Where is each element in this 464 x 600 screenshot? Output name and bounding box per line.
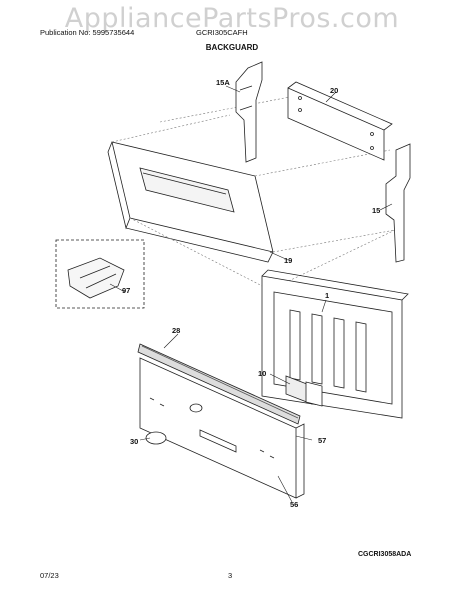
- control-panel-drawing: [139, 357, 305, 499]
- section-title: BACKGUARD: [205, 43, 259, 52]
- callout-15a: 15A: [216, 78, 230, 87]
- terminal-block-drawing: [285, 375, 323, 407]
- callout-56: 56: [290, 500, 299, 509]
- callout-28: 28: [172, 326, 181, 335]
- round-cover-drawing: [145, 431, 167, 445]
- top-bracket-drawing: [287, 81, 393, 161]
- drawing-code: CGCRI3058ADA: [358, 551, 412, 558]
- inset-box-drawing: [55, 239, 145, 309]
- callout-19: 19: [284, 256, 293, 265]
- trim-strip-drawing: [137, 343, 301, 425]
- watermark: AppliancePartsPros.com: [64, 3, 400, 34]
- callout-57: 57: [318, 436, 327, 445]
- right-end-bracket-drawing: [385, 143, 411, 263]
- left-end-bracket-drawing: [235, 61, 263, 163]
- page-number: 3: [228, 571, 233, 580]
- callout-1: 1: [325, 291, 330, 300]
- hidden-outline-lines: [111, 94, 396, 291]
- model-number: GCRI305CAFH: [196, 28, 248, 37]
- footer-date: 07/23: [40, 571, 59, 580]
- callout-leader-lines: [109, 85, 393, 503]
- rear-cover-drawing: [261, 269, 409, 419]
- callout-10: 10: [258, 369, 267, 378]
- callout-15: 15: [372, 206, 381, 215]
- publication-number: Publication No: 5995735644: [40, 28, 135, 37]
- callout-97: 97: [122, 286, 131, 295]
- callout-30: 30: [130, 437, 139, 446]
- callout-20: 20: [330, 86, 339, 95]
